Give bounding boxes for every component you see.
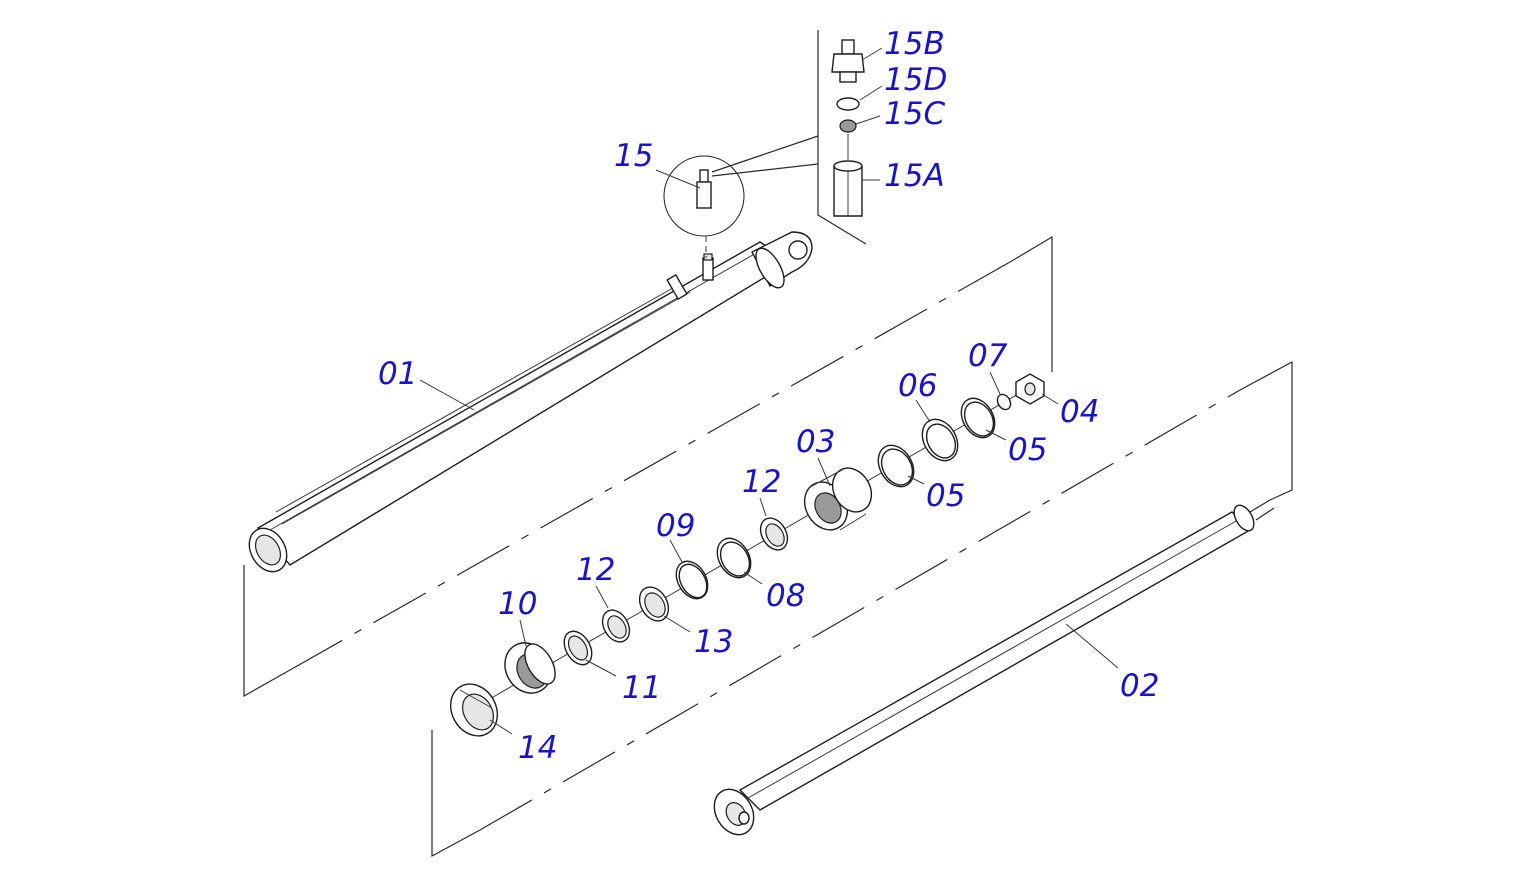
callout-06: 06 bbox=[898, 368, 937, 404]
callout-13: 13 bbox=[694, 624, 733, 660]
callout-01: 01 bbox=[378, 356, 417, 392]
callout-15: 15 bbox=[614, 138, 653, 174]
gland-10 bbox=[504, 642, 556, 694]
callout-05-upper: 05 bbox=[1008, 432, 1047, 468]
callout-14: 14 bbox=[518, 730, 557, 766]
callout-15b: 15B bbox=[884, 26, 945, 62]
callout-04: 04 bbox=[1060, 394, 1099, 430]
leader-lines bbox=[419, 47, 1119, 735]
barrel-tube bbox=[248, 231, 813, 573]
callout-05-lower: 05 bbox=[926, 478, 965, 514]
gland-nut-14 bbox=[449, 683, 499, 737]
nut-04 bbox=[1015, 373, 1045, 405]
callout-12-upper: 12 bbox=[742, 464, 781, 500]
piston-rod bbox=[713, 499, 1275, 836]
callout-labels: 01 02 03 04 05 05 06 07 08 09 10 11 12 1… bbox=[378, 26, 1159, 766]
callout-15a: 15A bbox=[884, 158, 945, 194]
seals-and-rings bbox=[449, 373, 1045, 737]
callout-09: 09 bbox=[656, 508, 695, 544]
callout-15c: 15C bbox=[884, 96, 945, 132]
callout-03: 03 bbox=[796, 424, 835, 460]
piston-03 bbox=[803, 467, 873, 531]
callout-10: 10 bbox=[498, 586, 537, 622]
callout-15d: 15D bbox=[884, 62, 947, 98]
callout-07: 07 bbox=[968, 338, 1008, 374]
reference-frame-lines bbox=[243, 30, 1293, 858]
callout-02: 02 bbox=[1120, 668, 1159, 704]
callout-08: 08 bbox=[766, 578, 805, 614]
grease-fitting-detail bbox=[663, 39, 865, 258]
callout-12-lower: 12 bbox=[576, 552, 615, 588]
ring-07 bbox=[996, 393, 1012, 411]
callout-11: 11 bbox=[622, 670, 661, 706]
